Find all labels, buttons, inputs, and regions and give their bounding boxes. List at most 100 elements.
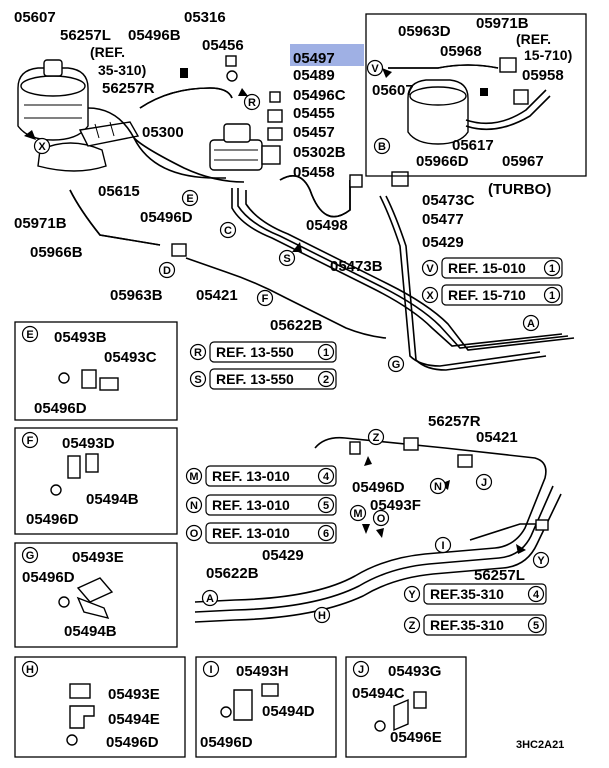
callout-letter: 1 (549, 263, 555, 275)
part-number-label: 05966D (416, 153, 469, 170)
detail-G-frame (14, 542, 178, 648)
ref-box (441, 257, 563, 279)
callout-letter: E (186, 193, 193, 205)
part-number-label: 05429 (262, 547, 304, 564)
ref-number-circle-icon (527, 585, 545, 603)
part-number-label: 05497 (293, 50, 335, 67)
callout-letter: S (283, 253, 290, 265)
ref-text: REF. 13-010 (212, 525, 290, 541)
part-number-label: 05496D (22, 569, 75, 586)
callout-letter: 1 (323, 347, 329, 359)
detail-J-frame (345, 656, 467, 758)
ref-text: REF.35-310 (430, 617, 504, 633)
callout-letter: 5 (533, 620, 539, 632)
callout-letter-circle-icon (158, 261, 176, 279)
part-number-label: 05496D (200, 734, 253, 751)
ref-note-label: (REF. (90, 44, 125, 60)
ref-number-circle-icon (317, 524, 335, 542)
part-number-label: 05493H (236, 663, 289, 680)
part-number-label: 05963D (398, 23, 451, 40)
callout-letter: A (206, 593, 214, 605)
part-number-label: 56257R (102, 80, 155, 97)
part-number-label: 05607 (372, 82, 414, 99)
callout-letter-circle-icon (373, 137, 391, 155)
callout-letter-circle-icon (278, 249, 296, 267)
callout-letter: V (426, 263, 434, 275)
callout-letter-circle-icon (313, 606, 331, 624)
detail-letter-circle-icon (21, 431, 39, 449)
part-number-label: 05456 (202, 37, 244, 54)
callout-letter: I (441, 540, 444, 552)
callout-letter: 4 (533, 589, 540, 601)
ref-number-circle-icon (527, 616, 545, 634)
part-number-label: 05496D (352, 479, 405, 496)
part-number-label: 05617 (452, 137, 494, 154)
bracket-clamp-icon (37, 121, 140, 172)
callout-letter: D (163, 265, 171, 277)
callout-letter: B (378, 141, 386, 153)
diagram-code-label: 3HC2A21 (516, 739, 564, 751)
part-number-label: 05493E (72, 549, 124, 566)
part-number-label: 05496D (106, 734, 159, 751)
part-number-label: 05967 (502, 153, 544, 170)
callout-letter: Y (537, 555, 545, 567)
callout-letter: N (434, 481, 442, 493)
callout-letter-circle-icon (372, 509, 390, 527)
part-number-label: 05496D (140, 209, 193, 226)
part-number-label: 05496B (128, 27, 181, 44)
part-number-label: 05494B (64, 623, 117, 640)
callout-letter: H (318, 610, 326, 622)
part-number-label: 05966B (30, 244, 83, 261)
callout-letter-circle-icon (349, 504, 367, 522)
callout-letter: 5 (323, 500, 329, 512)
part-number-label: 05607 (14, 9, 56, 26)
part-number-label: 05494E (108, 711, 160, 728)
part-number-label: 05300 (142, 124, 184, 141)
detail-letter-circle-icon (21, 325, 39, 343)
callout-letter: 2 (323, 374, 329, 386)
part-number-label: 05958 (522, 67, 564, 84)
callout-letter-circle-icon (256, 289, 274, 307)
callout-letter-circle-icon (429, 477, 447, 495)
callout-letter: M (189, 471, 198, 483)
part-number-label: 05421 (476, 429, 518, 446)
ref-letter-circle-icon (189, 343, 207, 361)
ref-text: REF. 13-550 (216, 344, 294, 360)
part-number-label: 05498 (306, 217, 348, 234)
ref-letter-circle-icon (189, 370, 207, 388)
ref-box (423, 614, 547, 636)
ref-box (441, 284, 563, 306)
part-number-label: 05971B (476, 15, 529, 32)
callout-letter-circle-icon (367, 428, 385, 446)
ref-number-circle-icon (543, 286, 561, 304)
part-number-label: 05302B (293, 144, 346, 161)
fittings-icon (180, 55, 283, 141)
callout-letter: E (26, 329, 33, 341)
part-number-label: 05496D (26, 511, 79, 528)
part-number-label: 05473C (422, 192, 475, 209)
callout-arrows (24, 68, 526, 554)
ref-number-circle-icon (317, 496, 335, 514)
callout-letter: J (358, 664, 364, 676)
callout-letter-circle-icon (181, 189, 199, 207)
clip-sketch-icon (50, 369, 427, 746)
callout-letter: F (262, 293, 269, 305)
callout-letter: I (209, 664, 212, 676)
turbo-label: (TURBO) (488, 181, 551, 198)
callout-letter: F (27, 435, 34, 447)
callout-letter-circle-icon (219, 221, 237, 239)
ref-letter-circle-icon (185, 467, 203, 485)
ref-note-label: 15-710) (524, 47, 572, 63)
callout-letter-circle-icon (387, 355, 405, 373)
ref-text: REF. 13-010 (212, 468, 290, 484)
highlight-05497 (290, 44, 364, 66)
callout-letter: 4 (323, 471, 330, 483)
part-number-label: 05615 (98, 183, 140, 200)
ref-number-circle-icon (317, 370, 335, 388)
reservoir-tank-icon (17, 59, 89, 141)
part-number-label: 05473B (330, 258, 383, 275)
callout-letter: G (392, 359, 401, 371)
part-number-label: 05457 (293, 124, 335, 141)
callout-letter: O (377, 513, 386, 525)
